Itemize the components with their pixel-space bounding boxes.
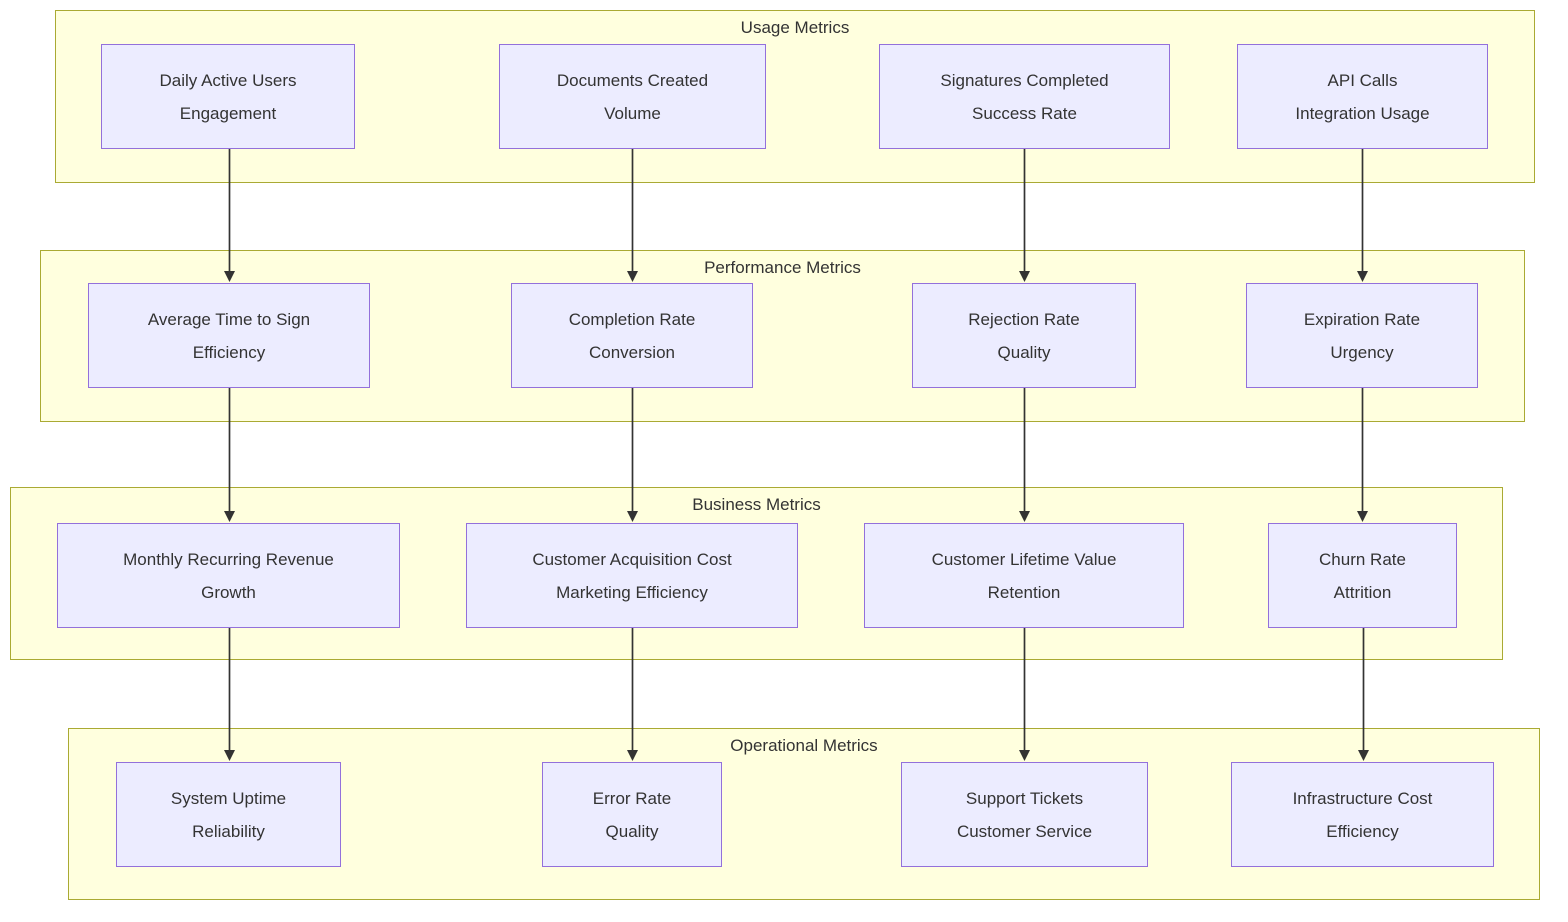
node-label: API Calls <box>1327 70 1398 90</box>
node-label: Documents Created <box>556 70 709 90</box>
cluster-title-performance-metrics: Performance Metrics <box>704 258 861 277</box>
cluster-title-operational-metrics: Operational Metrics <box>730 736 878 755</box>
node-sublabel: Urgency <box>1330 342 1394 362</box>
cluster-title-usage-metrics: Usage Metrics <box>740 18 850 37</box>
node-sublabel: Volume <box>604 103 661 123</box>
node-label: Daily Active Users <box>159 70 297 90</box>
node-label: Support Tickets <box>965 788 1084 808</box>
node-label: Average Time to Sign <box>147 309 311 329</box>
node-sublabel: Retention <box>987 582 1061 602</box>
node-label: Infrastructure Cost <box>1292 788 1433 808</box>
node-sublabel: Integration Usage <box>1295 103 1430 123</box>
node-sublabel: Efficiency <box>1326 821 1399 841</box>
node-sublabel: Conversion <box>589 342 675 362</box>
node-label: Completion Rate <box>568 309 696 329</box>
node-sublabel: Reliability <box>192 821 265 841</box>
node-sublabel: Success Rate <box>972 103 1077 123</box>
node-sublabel: Customer Service <box>956 821 1093 841</box>
node-label: Expiration Rate <box>1303 309 1421 329</box>
node-sublabel: Efficiency <box>192 342 266 362</box>
node-label: Customer Lifetime Value <box>931 549 1117 569</box>
node-label: System Uptime <box>170 788 287 808</box>
node-sublabel: Engagement <box>179 103 277 123</box>
node-label: Monthly Recurring Revenue <box>123 549 334 569</box>
node-label: Rejection Rate <box>968 309 1080 329</box>
node-label: Signatures Completed <box>940 70 1109 90</box>
node-sublabel: Quality <box>997 342 1051 362</box>
node-label: Error Rate <box>592 788 672 808</box>
node-label: Customer Acquisition Cost <box>532 549 732 569</box>
node-sublabel: Attrition <box>1333 582 1392 602</box>
node-sublabel: Marketing Efficiency <box>556 582 708 602</box>
node-sublabel: Growth <box>201 582 256 602</box>
cluster-title-business-metrics: Business Metrics <box>692 495 821 514</box>
node-label: Churn Rate <box>1319 549 1406 569</box>
node-sublabel: Quality <box>605 821 659 841</box>
